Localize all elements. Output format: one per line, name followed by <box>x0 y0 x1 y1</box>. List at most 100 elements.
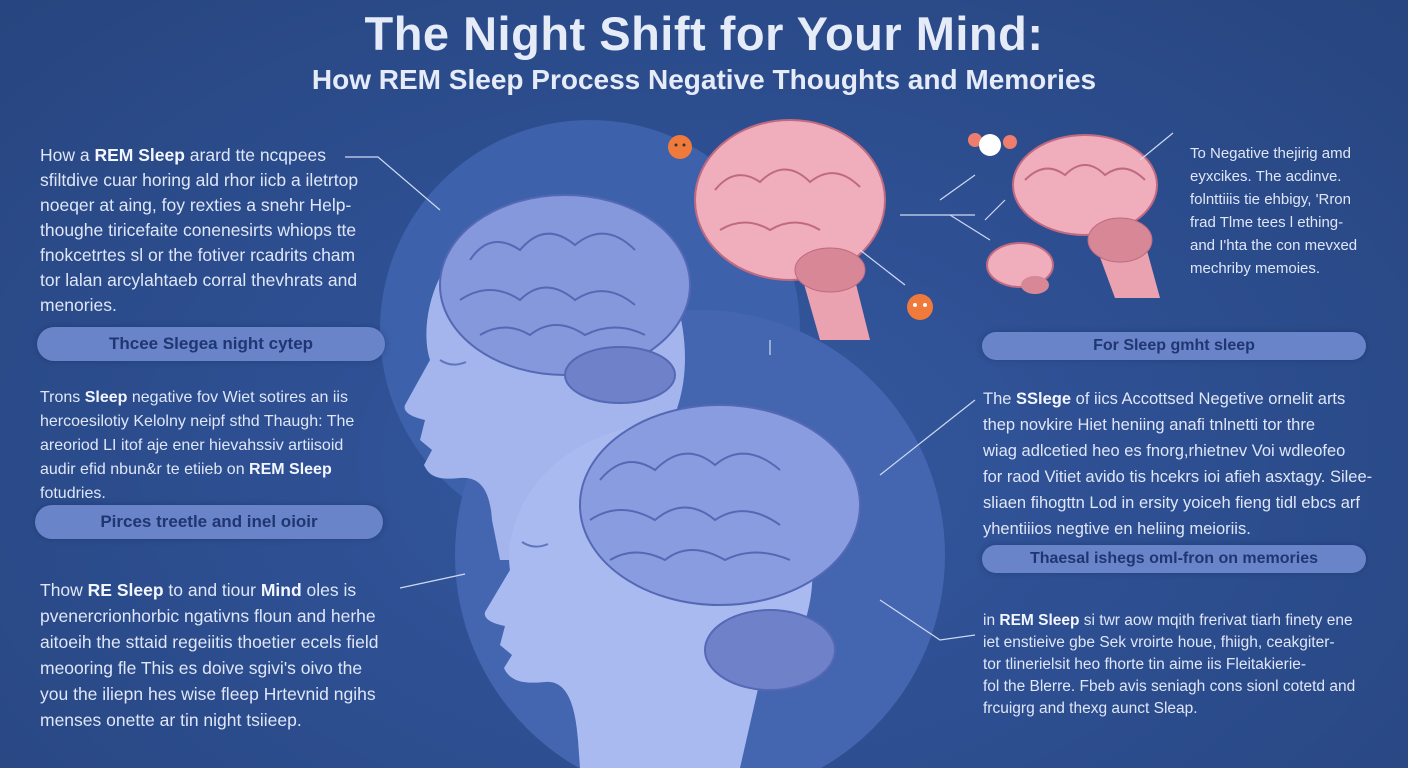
pink-head-brain-icon <box>694 119 886 340</box>
text-segment: areoriod LI itof aje ener hievahssiv art… <box>40 437 344 454</box>
text-segment: wiag adlcetied heo es fnorg,rhietnev Voi… <box>983 442 1346 460</box>
right-paragraph-top: To Negative thejirig amd eyxcikes. The ac… <box>1190 142 1357 280</box>
text-segment: fol the Blerre. Fbeb avis seniagh cons s… <box>983 678 1356 695</box>
text-segment: mechriby memoies. <box>1190 260 1321 277</box>
bold-keyword: REM Sleep <box>999 612 1080 629</box>
text-segment: frad Tlme tees l ething- <box>1190 214 1344 231</box>
text-line: Thow RE Sleep to and tiour Mind oles is <box>40 577 379 603</box>
text-line: and I'hta the con mevxed <box>1190 234 1357 257</box>
worried-face-icon <box>907 294 933 320</box>
text-segment: fotudries. <box>40 485 106 502</box>
bold-keyword: Sleep <box>84 389 128 406</box>
text-line: eyxcikes. The acdinve. <box>1190 165 1357 188</box>
upper-brain-icon <box>439 194 691 404</box>
text-segment: hercoesilotiy Kelolny neipf sthd Thaugh:… <box>40 413 355 430</box>
right-paragraph-3: in REM Sleep si twr aow mqith frerivat t… <box>983 610 1355 720</box>
text-line: for raod Vitiet avido tis hcekrs ioi afi… <box>983 464 1372 490</box>
text-segment: Thow <box>40 580 88 600</box>
text-line: The SSlege of iics Accottsed Negetive or… <box>983 386 1372 412</box>
left-pill-2: Pirces treetle and inel oioir <box>35 505 383 539</box>
text-line: iet enstieive gbe Sek vroirte houe, fhii… <box>983 632 1355 654</box>
text-line: tor tlinerielsit heo fhorte tin aime iis… <box>983 654 1355 676</box>
text-segment: tor lalan arcylahtaeb corral thevhrats a… <box>40 270 358 290</box>
text-segment: iet enstieive gbe Sek vroirte houe, fhii… <box>983 634 1335 651</box>
text-segment: sfiltdive cuar horing ald rhor iicb a il… <box>40 170 359 190</box>
text-line: folnttiiis tie ehbigy, 'Rron <box>1190 188 1357 211</box>
text-segment: of iics Accottsed Negetive ornelit arts <box>1071 390 1346 408</box>
text-line: To Negative thejirig amd <box>1190 142 1357 165</box>
bold-keyword: REM Sleep <box>94 145 185 165</box>
text-segment: arard tte ncqpees <box>184 145 326 165</box>
text-line: How a REM Sleep arard tte ncqpees <box>40 143 358 168</box>
text-line: you the iliepn hes wise fleep Hrtevnid n… <box>40 681 379 707</box>
text-segment: tor tlinerielsit heo fhorte tin aime iis… <box>983 656 1307 673</box>
text-segment: pvenercrionhorbic ngativns floun and her… <box>40 606 376 626</box>
text-line: menses onette ar tin night tsiieep. <box>40 707 379 733</box>
text-segment: si twr aow mqith frerivat tiarh finety e… <box>1079 612 1353 629</box>
right-pill-2: Thaesal ishegs oml-fron on memories <box>982 545 1366 573</box>
text-segment: meooring fle This es doive sgivi's oivo … <box>40 658 363 678</box>
text-segment: negative fov Wiet sotires an iis <box>127 389 348 406</box>
text-segment: audir efid nbun&r te etiieb on <box>40 461 250 478</box>
text-line: yhentiiios negtive en heliing meioriis. <box>983 516 1372 542</box>
text-segment: menses onette ar tin night tsiieep. <box>40 710 302 730</box>
text-segment: The <box>983 390 1017 408</box>
text-segment: frcuigrg and thexg aunct Sleap. <box>983 700 1198 717</box>
text-line: fol the Blerre. Fbeb avis seniagh cons s… <box>983 676 1355 698</box>
text-line: mechriby memoies. <box>1190 257 1357 280</box>
text-segment: oles is <box>301 580 357 600</box>
text-line: frcuigrg and thexg aunct Sleap. <box>983 698 1355 720</box>
text-segment: you the iliepn hes wise fleep Hrtevnid n… <box>40 684 376 704</box>
text-segment: for raod Vitiet avido tis hcekrs ioi afi… <box>983 468 1373 486</box>
text-line: menories. <box>40 293 358 318</box>
worried-face-icon <box>668 135 692 159</box>
text-line: in REM Sleep si twr aow mqith frerivat t… <box>983 610 1355 632</box>
small-pink-brain-icon <box>986 242 1054 294</box>
bold-keyword: REM Sleep <box>249 461 332 478</box>
text-segment: in <box>983 612 1000 629</box>
stress-cloud-icon <box>968 133 1017 156</box>
page-title: The Night Shift for Your Mind: <box>364 7 1044 60</box>
text-segment: noeqer at aing, foy rexties a snehr Help… <box>40 195 352 215</box>
connector-lines <box>345 132 1174 641</box>
bold-keyword: SSlege <box>1016 390 1072 408</box>
text-line: aitoeih the sttaid regeiitis thoetier ec… <box>40 629 379 655</box>
text-segment: eyxcikes. The acdinve. <box>1190 168 1342 185</box>
text-line: meooring fle This es doive sgivi's oivo … <box>40 655 379 681</box>
text-line: hercoesilotiy Kelolny neipf sthd Thaugh:… <box>40 410 354 434</box>
text-line: audir efid nbun&r te etiieb on REM Sleep <box>40 458 354 482</box>
text-segment: fnokcetrtes sl or the fotiver rcadrits c… <box>40 245 356 265</box>
text-segment: Trons <box>40 389 85 406</box>
text-segment: thep novkire Hiet heniing anafi tnlnetti… <box>983 416 1316 434</box>
left-paragraph-2: Trons Sleep negative fov Wiet sotires an… <box>40 386 354 506</box>
text-segment: yhentiiios negtive en heliing meioriis. <box>983 520 1251 538</box>
page-subtitle: How REM Sleep Process Negative Thoughts … <box>311 64 1097 95</box>
text-line: thoughe tiricefaite conenesirts whiops t… <box>40 218 358 243</box>
text-segment: sliaen fihogttn Lod in ersity yoiceh fie… <box>983 494 1360 512</box>
bold-keyword: RE Sleep <box>87 580 164 600</box>
text-segment: to and tiour <box>163 580 261 600</box>
pink-head-brain-icon-right <box>1012 134 1160 298</box>
text-line: thep novkire Hiet heniing anafi tnlnetti… <box>983 412 1372 438</box>
text-segment: menories. <box>40 295 117 315</box>
text-segment: thoughe tiricefaite conenesirts whiops t… <box>40 220 357 240</box>
lower-brain-icon <box>579 404 861 691</box>
text-segment: aitoeih the sttaid regeiitis thoetier ec… <box>40 632 379 652</box>
text-line: pvenercrionhorbic ngativns floun and her… <box>40 603 379 629</box>
left-pill-1: Thcee Slegea night cytep <box>37 327 385 361</box>
text-line: fotudries. <box>40 482 354 506</box>
text-segment: How a <box>40 145 95 165</box>
right-paragraph-2: The SSlege of iics Accottsed Negetive or… <box>983 386 1372 542</box>
text-segment: To Negative thejirig amd <box>1190 145 1351 162</box>
text-line: noeqer at aing, foy rexties a snehr Help… <box>40 193 358 218</box>
text-segment: and I'hta the con mevxed <box>1190 237 1358 254</box>
text-segment: folnttiiis tie ehbigy, 'Rron <box>1190 191 1351 208</box>
text-line: Trons Sleep negative fov Wiet sotires an… <box>40 386 354 410</box>
text-line: areoriod LI itof aje ener hievahssiv art… <box>40 434 354 458</box>
text-line: wiag adlcetied heo es fnorg,rhietnev Voi… <box>983 438 1372 464</box>
text-line: sfiltdive cuar horing ald rhor iicb a il… <box>40 168 358 193</box>
text-line: tor lalan arcylahtaeb corral thevhrats a… <box>40 268 358 293</box>
left-paragraph-3: Thow RE Sleep to and tiour Mind oles is p… <box>40 577 379 733</box>
